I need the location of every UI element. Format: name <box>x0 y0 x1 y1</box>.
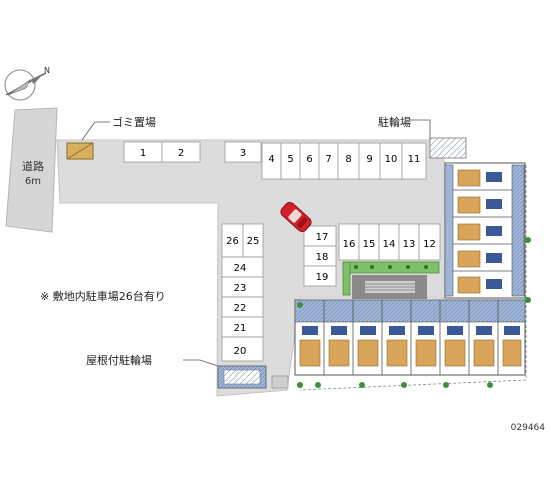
parking-top-row-b: 3 <box>224 141 262 163</box>
compass-north-label: N <box>44 66 50 75</box>
road-name: 道路 <box>22 159 44 173</box>
parking-space-7: 7 <box>325 154 331 165</box>
parking-space-18: 18 <box>316 252 329 263</box>
garbage-area: ゴミ置場 <box>66 115 156 160</box>
parking-right-row: 4 5 6 7 8 9 10 11 <box>261 142 427 180</box>
parking-space-10: 10 <box>385 154 398 165</box>
parking-space-25: 25 <box>247 236 260 247</box>
bike-parking: 駐輪場 <box>378 115 467 159</box>
parking-space-8: 8 <box>345 154 351 165</box>
map-id: 029464 <box>511 423 546 433</box>
parking-space-15: 15 <box>363 239 376 250</box>
parking-space-4: 4 <box>268 154 274 165</box>
site-boundary <box>299 165 527 391</box>
road: 道路 6m <box>5 107 58 233</box>
tree-icons <box>297 237 531 388</box>
parking-space-26: 26 <box>226 236 239 247</box>
parking-space-20: 20 <box>234 346 247 357</box>
parking-space-21: 21 <box>234 323 247 334</box>
car-icon <box>280 202 312 232</box>
parking-middle-block: 17 18 19 <box>303 225 337 287</box>
parking-space-12: 12 <box>423 239 436 250</box>
road-width: 6m <box>25 176 41 187</box>
parking-note: ※ 敷地内駐車場26台有り <box>40 289 166 303</box>
parking-space-17: 17 <box>316 232 329 243</box>
parking-space-22: 22 <box>234 303 247 314</box>
parking-space-9: 9 <box>366 154 372 165</box>
parking-space-23: 23 <box>234 283 247 294</box>
hedge <box>342 261 440 296</box>
parking-space-13: 13 <box>403 239 416 250</box>
parking-space-14: 14 <box>383 239 396 250</box>
parking-space-24: 24 <box>234 263 247 274</box>
parking-top-row-a: 1 2 <box>123 141 201 163</box>
parking-space-16: 16 <box>343 239 356 250</box>
parking-left-block: 26 25 24 23 22 21 20 <box>221 223 264 362</box>
parking-space-1: 1 <box>140 148 146 159</box>
building-east-wing <box>444 162 526 299</box>
roofed-bike-parking: 屋根付駐輪場 <box>86 353 289 389</box>
parking-space-19: 19 <box>316 272 329 283</box>
parking-space-6: 6 <box>306 154 312 165</box>
bike-parking-label: 駐輪場 <box>378 115 411 129</box>
parking-middle-row: 16 15 14 13 12 <box>338 223 441 261</box>
parking-space-3: 3 <box>240 148 246 159</box>
building-south-wing <box>294 299 526 376</box>
parking-space-2: 2 <box>178 148 184 159</box>
parking-space-11: 11 <box>408 154 421 165</box>
entrance <box>352 275 427 299</box>
garbage-label: ゴミ置場 <box>112 115 156 129</box>
parking-space-5: 5 <box>287 154 293 165</box>
roofed-bike-parking-label: 屋根付駐輪場 <box>86 353 152 367</box>
compass-icon: N <box>4 66 50 101</box>
